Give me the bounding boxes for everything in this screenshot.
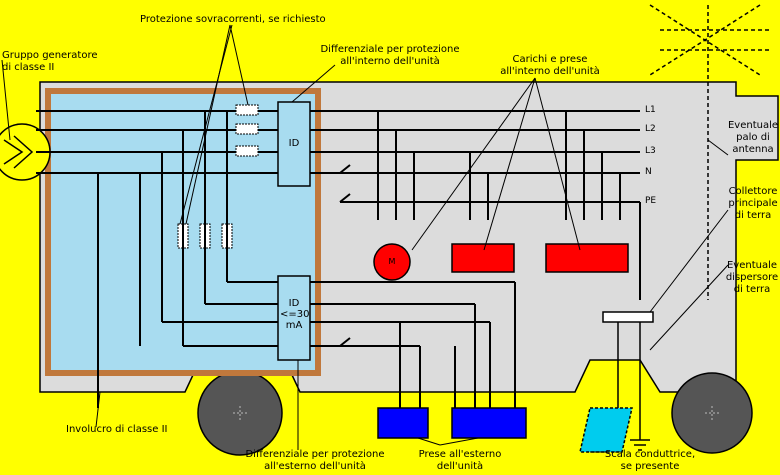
- label-antenna: Eventuale palo di antenna: [727, 120, 779, 155]
- label-ladder: Scala conduttrice, se presente: [604, 449, 696, 472]
- differential-bottom: [277, 275, 311, 361]
- device-label-id-bottom: ID <=30 mA: [280, 298, 310, 331]
- label-diff-inside: Differenziale per protezione all'interno…: [320, 44, 460, 67]
- bus-label-l1: L1: [645, 105, 656, 115]
- bus-label-n: N: [645, 167, 652, 177]
- fuses-top: [235, 104, 259, 157]
- wheel-left: [197, 370, 283, 456]
- antenna-mast: [649, 4, 770, 300]
- device-label-id-top: ID: [288, 138, 300, 149]
- bus-label-pe: PE: [645, 196, 657, 206]
- bus-label-l3: L3: [645, 146, 656, 156]
- device-label-motor: M: [388, 257, 396, 266]
- label-loads-inside: Carichi e prese all'interno dell'unità: [500, 54, 600, 77]
- socket-group-inside-1: [451, 243, 515, 273]
- socket-group-outside-2: [451, 407, 527, 439]
- label-enclosure: Involucro di classe II: [66, 424, 168, 435]
- socket-group-outside-1: [377, 407, 429, 439]
- label-main-earth: Collettore principale di terra: [728, 186, 778, 221]
- label-overcurrent: Protezione sovracorrenti, se richiesto: [140, 14, 326, 25]
- label-generator: Gruppo generatore di classe II: [2, 50, 98, 73]
- label-earth-disp: Eventuale dispersore di terra: [725, 260, 779, 295]
- wheel-right: [671, 372, 753, 454]
- socket-group-inside-2: [545, 243, 629, 273]
- label-sockets-outside: Prese all'esterno dell'unità: [418, 449, 502, 472]
- differential-top: [277, 101, 311, 187]
- conductive-ladder: [579, 407, 633, 453]
- bus-lines: [36, 110, 640, 203]
- label-diff-outside: Differenziale per protezione all'esterno…: [245, 449, 385, 472]
- main-earth-collector: [602, 311, 654, 323]
- motor-load: [373, 243, 411, 281]
- bus-label-l2: L2: [645, 124, 656, 134]
